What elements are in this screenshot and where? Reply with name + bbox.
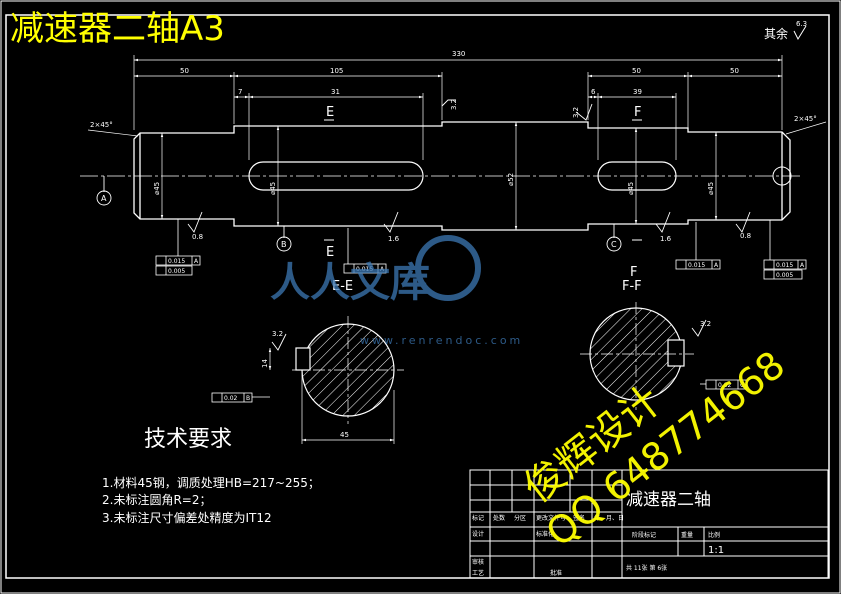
tech-line-1: 1.材料45钢，调质处理HB=217~255； [102,476,320,490]
dim-seg4: 50 [730,67,739,75]
tb-standard: 标准化 [536,530,554,538]
section-f-low: F [630,265,637,280]
section-cut-marks [324,119,642,241]
roughness-marks [187,99,751,233]
sec-rough-right: 3.2 [700,320,711,328]
surface-note-value: 6.3 [796,20,807,28]
svg-text:www.renrendoc.com: www.renrendoc.com [360,334,523,347]
datum-a-circle [96,190,112,206]
tech-line-3: 3.未标注尺寸偏差处精度为IT12 [102,510,272,525]
shaft-outline [133,121,791,231]
tol-c1: 0.015 [688,262,705,269]
svg-text:人人文库: 人人文库 [270,260,430,306]
tol-f1-ref: C [740,382,744,389]
center-hole [772,166,792,186]
dim-chamfer-right: 2×45° [794,115,817,123]
datum-b: B [281,240,287,249]
tech-line-2: 2.未标注圆角R=2； [102,492,211,507]
datum-b-circle [276,236,292,252]
tol-e1-ref: B [246,395,250,402]
section-e: E [326,105,334,120]
dim-seg1: 50 [180,67,189,75]
dim-total: 330 [452,50,465,58]
dim-chamfer-left: 2×45° [90,121,113,129]
section-label-ee: E-E [332,279,353,294]
tol-a1: 0.015 [168,258,185,265]
tb-approve: 批准 [550,569,562,577]
tol-c1-ref: A [714,262,719,269]
tol-b1: 0.015 [356,266,373,273]
section-label-ff: F-F [622,279,642,294]
dim-kw-len-1: 31 [331,88,340,96]
inner-frame [5,14,830,579]
dim-dia-mid: ⌀52 [507,173,515,186]
datum-a: A [101,194,107,203]
dim-kw-offset-2: 6 [591,88,596,96]
section-e-low: E [326,245,334,260]
tb-sheet-info: 共 11张 第 6张 [626,564,667,572]
dim-kw-len-2: 39 [633,88,642,96]
tb-stage: 阶段标记 [632,531,656,539]
datum-c: C [611,240,617,249]
section-view-ff [580,302,707,410]
sec-depth-left: 14 [261,359,269,368]
dim-dia-4: ⌀45 [707,182,715,195]
dimension-lines [87,55,827,230]
tol-d2: 0.005 [776,272,793,279]
sec-rough-left: 3.2 [272,330,283,338]
sheet-title: 减速器二轴A3 [10,9,225,49]
watermark-site: 人人文库 www.renrendoc.com [270,235,523,347]
tol-d1-ref: A [800,262,805,269]
dim-dia-1: ⌀45 [153,182,161,195]
tech-heading: 技术要求 [144,427,232,452]
tb-weight: 重量 [681,531,693,539]
rough-1: 3.2 [450,99,458,110]
section-f: F [634,105,641,120]
tb-row-label-5: 年、月、日 [594,514,624,522]
rough-4: 1.6 [388,235,400,243]
rough-5: 1.6 [660,235,672,243]
tb-scale: 1:1 [708,545,724,556]
tb-row-label-0: 标记 [472,514,484,522]
tol-d1: 0.015 [776,262,793,269]
tolerance-frames [155,219,807,403]
section-view-ee [268,316,404,444]
tol-b1-ref: A [380,266,385,273]
rough-2: 3.2 [572,107,580,118]
surface-note: 其余 [764,26,788,41]
tb-craft: 工艺 [472,569,484,577]
tol-f1: 0.02 [718,382,732,389]
tol-a2: 0.005 [168,268,185,275]
tb-part-name: 减速器二轴 [626,490,711,510]
title-block [469,469,829,579]
dim-dia-3: ⌀45 [627,182,635,195]
dim-seg2: 105 [330,67,343,75]
rough-3: 0.8 [192,233,203,241]
tb-ratio: 比例 [708,531,720,539]
tb-review: 审核 [472,558,484,566]
tb-row-label-4: 签名 [573,514,585,522]
dim-kw-offset-1: 7 [238,88,242,96]
tol-a1-ref: A [194,258,199,265]
keyway-left [248,161,424,191]
tb-row-label-3: 更改文件号 [536,514,566,522]
tb-row-label-2: 分区 [514,514,526,522]
rough-6: 0.8 [740,232,751,240]
sec-width: 45 [340,431,349,439]
roughness-symbol [793,25,807,41]
tol-e1: 0.02 [224,395,238,402]
datum-c-circle [606,236,622,252]
tb-row-label-1: 处数 [493,514,505,522]
dim-dia-2: ⌀45 [269,182,277,195]
dim-seg3: 50 [632,67,641,75]
tb-design: 设计 [472,530,484,538]
